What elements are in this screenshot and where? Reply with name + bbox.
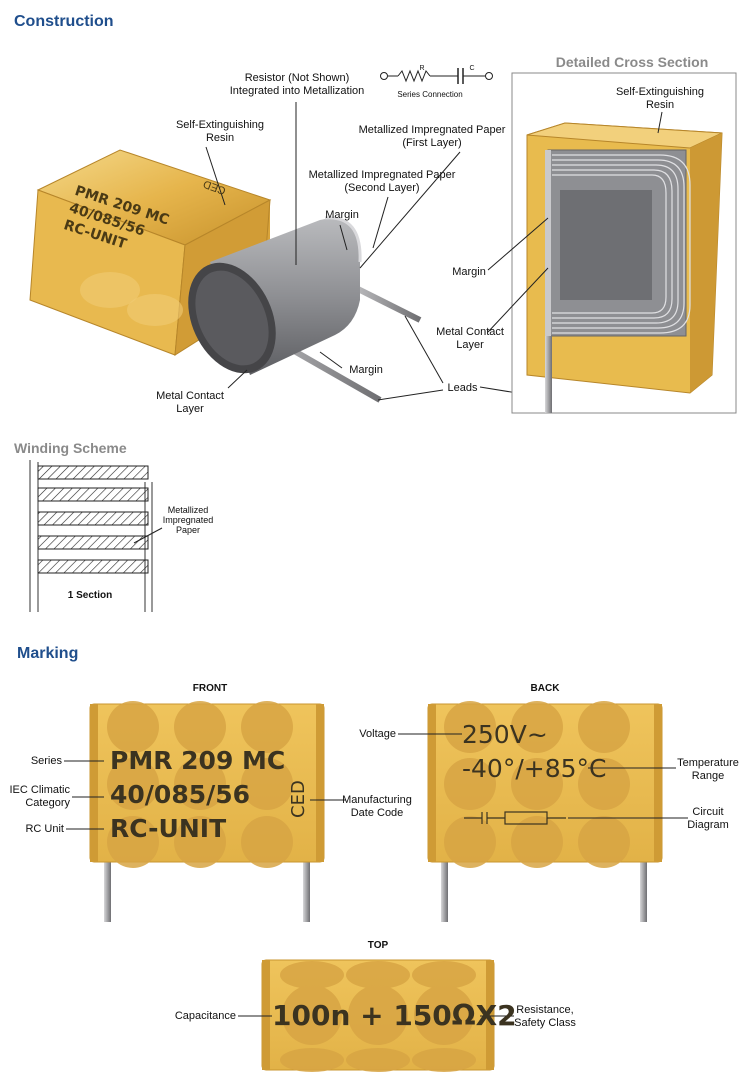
front-title: FRONT [192,683,228,694]
winding-section-label: 1 Section [67,590,113,601]
front-print-rc-unit: RC-UNIT [110,814,227,843]
label-first-layer: Metallized Impregnated Paper (First Laye… [352,124,512,150]
callout-circuit: Circuit Diagram [680,806,736,832]
label-metal-contact-line-1: Metal Contact [156,390,224,402]
callout-date-code: Manufacturing Date Code [340,794,414,820]
callout-temperature-line-1: Temperature [677,757,739,769]
winding-label-line-3: Paper [175,525,201,535]
label-margin-lower: Margin [349,364,383,376]
callout-series: Series [30,755,62,767]
cross-section-label-metal-contact: Metal Contact Layer [430,326,510,352]
callout-climatic-line-2: Category [25,797,70,809]
label-metal-contact: Metal Contact Layer [150,390,230,416]
cross-section-title: Detailed Cross Section [555,54,709,70]
callout-circuit-line-2: Diagram [687,819,729,831]
front-capacitor [89,701,325,922]
label-margin-top: Margin [325,209,359,221]
label-resistor: Resistor (Not Shown) Integrated into Met… [222,72,372,98]
front-print-series: PMR 209 MC [110,746,286,775]
back-circuit-diagram [464,811,566,825]
winding-label-line-1: Metallized [167,505,209,515]
cross-section-metal-contact-line-1: Metal Contact [436,326,504,338]
back-print: 250V~ -40°/+85°C [462,718,606,786]
cross-section-callouts [487,111,663,333]
label-resin-line-2: Resin [205,132,235,144]
cross-section-resin-line-1: Self-Extinguishing [615,86,705,98]
back-print-voltage: 250V~ [462,720,548,749]
back-title: BACK [530,683,560,694]
series-connection-symbol [380,68,493,84]
callout-rc-unit: RC Unit [25,823,64,835]
label-resin-line-1: Self-Extinguishing [175,119,265,131]
construction-title: Construction [14,13,114,30]
callout-climatic-line-1: IEC Climatic [9,784,70,796]
winding-scheme-title: Winding Scheme [14,440,127,456]
callout-date-code-line-1: Manufacturing [342,794,412,806]
construction-callouts [205,102,549,401]
label-r-symbol: R [419,65,425,72]
callout-voltage: Voltage [359,728,396,740]
callout-circuit-line-1: Circuit [692,806,724,818]
label-second-layer: Metallized Impregnated Paper (Second Lay… [302,169,462,195]
capacitor-element [188,216,362,375]
front-print-climatic: 40/085/56 [110,780,251,809]
cross-section-resin-line-2: Resin [645,99,675,111]
label-series-connection: Series Connection [397,90,463,99]
cross-section-label-resin: Self-Extinguishing Resin [605,86,715,112]
callout-date-code-line-2: Date Code [350,807,404,819]
callout-temperature-line-2: Range [691,770,725,782]
cross-section-metal-contact-line-2: Layer [456,339,484,351]
callout-resistance-line-2: Safety Class [514,1017,576,1029]
callout-resistance-line-1: Resistance, [516,1004,574,1016]
label-first-layer-line-2: (First Layer) [402,137,462,149]
callout-temperature: Temperature Range [672,757,744,783]
top-title: TOP [367,940,389,951]
label-resistor-line-1: Resistor (Not Shown) [244,72,350,84]
label-resin: Self-Extinguishing Resin [160,119,280,145]
label-leads: Leads [447,382,478,394]
label-metal-contact-line-2: Layer [176,403,204,415]
winding-scheme-diagram [29,460,163,612]
label-second-layer-line-1: Metallized Impregnated Paper [308,169,456,181]
back-print-temperature: -40°/+85°C [462,754,607,783]
marking-callouts [64,733,688,1017]
label-c-symbol: C [469,65,475,72]
front-print-date-code: CED [288,780,309,818]
top-capacitor [261,959,495,1072]
front-print: PMR 209 MC 40/085/56 RC-UNIT [110,744,285,846]
callout-climatic: IEC Climatic Category [4,784,70,810]
winding-label: Metallized Impregnated Paper [156,505,220,535]
callout-capacitance: Capacitance [174,1010,236,1022]
cross-section-label-margin: Margin [452,266,486,278]
top-print: 100n + 150ΩX2 [272,999,517,1032]
cross-section-capacitor [526,122,723,413]
winding-label-line-2: Impregnated [162,515,214,525]
label-second-layer-line-2: (Second Layer) [344,182,420,194]
back-capacitor [427,701,663,922]
label-first-layer-line-1: Metallized Impregnated Paper [358,124,506,136]
callout-resistance: Resistance, Safety Class [508,1004,582,1030]
marking-title: Marking [17,645,79,662]
label-resistor-line-2: Integrated into Metallization [229,85,365,97]
